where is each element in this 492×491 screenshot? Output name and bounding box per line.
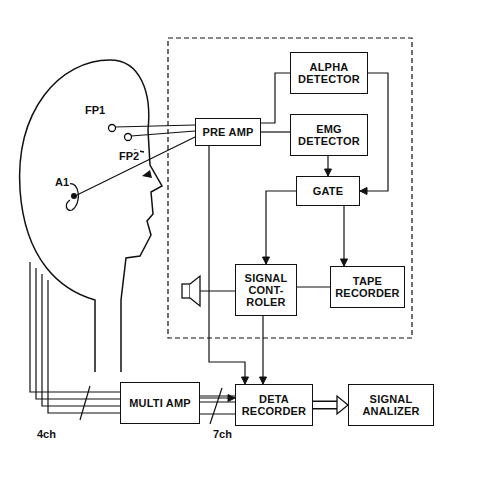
wire-arrow: [142, 170, 152, 178]
process-box: GATE: [296, 176, 360, 206]
arrowhead: [263, 257, 270, 264]
channel-slash: [210, 388, 222, 424]
box-label: TAPE RECORDER: [334, 275, 401, 299]
connector: [297, 286, 330, 287]
process-box: EMG DETECTOR: [290, 114, 368, 156]
dashed-enclosure: [168, 38, 412, 338]
connector: [313, 401, 338, 410]
box-label: SIGNAL ANALIZER: [352, 393, 430, 417]
arrowhead: [228, 395, 235, 402]
channel-wire: [48, 280, 120, 413]
connector: [266, 191, 296, 264]
channel-slash: [80, 386, 90, 420]
connector: [313, 402, 339, 408]
arrowhead: [360, 188, 367, 195]
process-box: SIGNAL CONT- ROLER: [235, 264, 297, 316]
electrode: [109, 125, 116, 132]
box-label: SIGNAL CONT- ROLER: [239, 272, 293, 308]
arrowhead: [325, 169, 332, 176]
process-box: ALPHA DETECTOR: [290, 52, 368, 94]
head-profile: [20, 60, 162, 372]
channel-wire: [42, 274, 120, 406]
electrode: [125, 134, 132, 141]
process-box: TAPE RECORDER: [330, 266, 405, 308]
connector: [262, 316, 263, 384]
box-label: EMG DETECTOR: [294, 123, 364, 147]
process-box: SIGNAL ANALIZER: [348, 384, 434, 426]
signal-label: FP2: [118, 150, 140, 162]
box-label: DETA RECORDER: [239, 393, 309, 417]
arrowhead: [341, 259, 348, 266]
arrowhead: [260, 377, 267, 384]
channel-wire: [30, 262, 120, 392]
wire: [131, 131, 195, 136]
process-box: DETA RECORDER: [235, 384, 313, 426]
box-label: MULTI AMP: [129, 397, 191, 409]
signal-label: A1: [54, 176, 70, 188]
wire: [115, 125, 195, 127]
arrowhead: [242, 377, 249, 384]
speaker-symbol: [182, 284, 190, 298]
wire: [77, 137, 195, 195]
arrowhead: [337, 396, 348, 414]
process-box: PRE AMP: [195, 118, 261, 146]
signal-label: 4ch: [36, 428, 57, 440]
connector: [261, 131, 290, 132]
electrode: [71, 193, 77, 199]
box-label: PRE AMP: [202, 126, 253, 138]
box-label: GATE: [313, 185, 344, 197]
speaker-symbol: [190, 276, 200, 306]
process-box: MULTI AMP: [120, 382, 200, 424]
channel-wire: [200, 413, 235, 414]
signal-label: FP1: [84, 104, 106, 116]
signal-label: 7ch: [212, 428, 233, 440]
connector: [343, 206, 344, 266]
connector: [261, 73, 290, 123]
wire: [200, 290, 235, 291]
box-label: ALPHA DETECTOR: [294, 61, 364, 85]
